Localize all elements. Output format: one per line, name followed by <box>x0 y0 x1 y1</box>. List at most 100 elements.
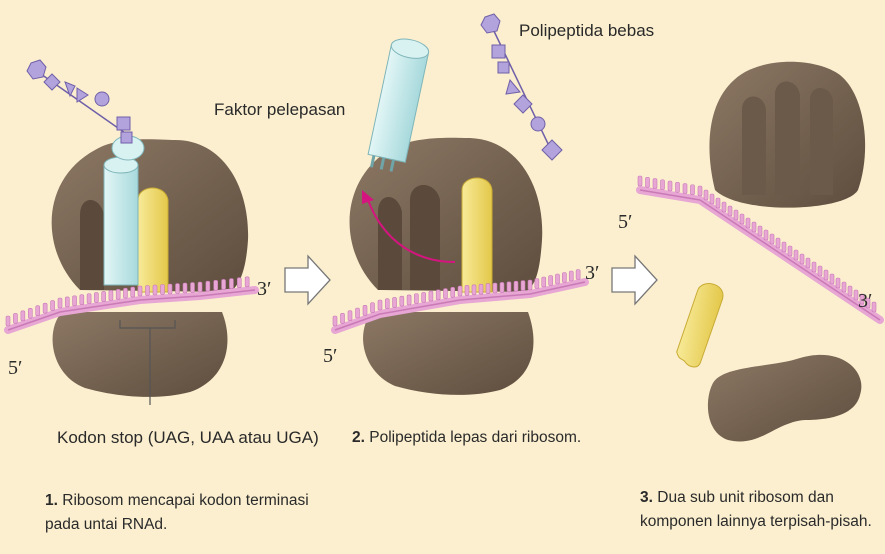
codon-tooth <box>829 273 835 285</box>
codon-tooth <box>236 277 242 289</box>
codon-tooth <box>414 293 419 304</box>
codon-tooth <box>229 278 234 289</box>
codon-tooth <box>406 294 412 306</box>
codon-tooth <box>5 315 11 327</box>
polypeptide-chain-1 <box>26 59 133 144</box>
codon-tooth <box>377 299 383 311</box>
codon-tooth <box>362 305 368 316</box>
codon-tooth <box>703 189 709 201</box>
codon-tooth <box>575 269 581 280</box>
codon-tooth <box>42 302 48 314</box>
codon-tooth <box>244 276 250 288</box>
codon-tooth <box>101 291 106 302</box>
ribosome-small-subunit-separated <box>707 354 862 442</box>
codon-tooth <box>443 288 448 299</box>
codon-tooth <box>660 179 665 191</box>
codon-tooth <box>568 270 574 282</box>
stop-codon-label: Kodon stop (UAG, UAA atau UGA) <box>57 428 319 447</box>
codon-tooth <box>527 279 533 291</box>
three-prime-label-2: 3′ <box>585 262 600 284</box>
codon-tooth <box>745 217 751 229</box>
codon-tooth <box>781 241 787 253</box>
codon-tooth <box>823 269 829 281</box>
stop-codon-bracket <box>119 320 176 405</box>
codon-tooth <box>485 283 491 294</box>
codon-tooth <box>865 297 871 309</box>
step-3-caption: 3. Dua sub unit ribosom dan komponen lai… <box>640 489 872 531</box>
codon-tooth <box>79 294 85 306</box>
codon-tooth <box>457 285 463 297</box>
codon-tooth <box>733 209 739 221</box>
codon-tooth <box>72 295 77 307</box>
codon-tooth <box>667 180 673 192</box>
codon-tooth <box>130 286 136 298</box>
ribosome-small-subunit <box>52 312 228 397</box>
mrna-strand-3 <box>636 175 884 324</box>
codon-tooth <box>652 178 658 189</box>
codon-tooth <box>835 277 841 289</box>
codon-tooth <box>50 300 55 311</box>
codon-tooth <box>478 283 484 295</box>
codon-tooth <box>499 282 505 293</box>
mrna-strand-2 <box>331 269 589 334</box>
step-2-caption: 2. Polipeptida lepas dari ribosom. <box>352 429 582 446</box>
codon-tooth <box>793 249 799 261</box>
codon-tooth <box>340 313 345 324</box>
codon-tooth <box>392 297 397 308</box>
codon-tooth <box>871 301 877 313</box>
codon-tooth <box>221 279 226 290</box>
codon-tooth <box>841 281 847 293</box>
codon-tooth <box>167 283 173 295</box>
codon-tooth <box>435 289 441 301</box>
codon-tooth <box>675 181 680 193</box>
codon-tooth <box>787 245 793 257</box>
codon-tooth <box>115 288 121 300</box>
codon-tooth <box>399 295 405 307</box>
codon-tooth <box>205 280 211 292</box>
codon-tooth <box>853 289 859 301</box>
codon-tooth <box>347 310 353 321</box>
codon-tooth <box>548 275 553 286</box>
codon-tooth <box>751 221 757 233</box>
codon-tooth <box>859 293 865 305</box>
release-factor-bound <box>137 187 169 293</box>
panel-2 <box>349 13 563 395</box>
codon-tooth <box>555 273 560 285</box>
codon-tooth <box>506 281 512 293</box>
ribosome-small-subunit <box>363 312 534 395</box>
codon-tooth <box>464 285 470 296</box>
codon-tooth <box>190 282 195 293</box>
mrna-strands <box>4 175 884 334</box>
codon-tooth <box>492 282 498 294</box>
curved-arrow-icon <box>367 199 456 263</box>
codon-tooth <box>27 307 33 319</box>
trna-bound <box>103 135 145 286</box>
codon-tooth <box>645 176 650 188</box>
right-arrow-icon <box>611 254 658 306</box>
released-polypeptide-label: Polipeptida bebas <box>519 21 655 40</box>
codon-tooth <box>94 292 99 303</box>
codon-tooth <box>182 282 188 294</box>
codon-tooth <box>805 257 811 269</box>
codon-tooth <box>757 225 763 237</box>
three-prime-label-3: 3′ <box>858 290 873 312</box>
codon-tooth <box>775 237 781 249</box>
codon-tooth <box>86 293 92 304</box>
codon-tooth <box>739 213 745 225</box>
codon-tooth <box>20 310 26 322</box>
codon-tooth <box>697 185 703 197</box>
trna-released <box>367 38 430 172</box>
mrna-strand-1 <box>4 276 259 334</box>
free-polypeptide <box>480 13 563 161</box>
five-prime-label-2: 5′ <box>323 345 338 367</box>
five-prime-label-3: 5′ <box>618 211 633 233</box>
codon-tooth <box>13 313 18 324</box>
codon-tooth <box>160 284 165 295</box>
codon-tooth <box>471 284 477 296</box>
codon-tooth <box>57 297 63 309</box>
codon-tooth <box>763 229 769 241</box>
codon-tooth <box>197 281 203 293</box>
codon-tooth <box>123 287 128 299</box>
codon-tooth <box>847 285 853 297</box>
